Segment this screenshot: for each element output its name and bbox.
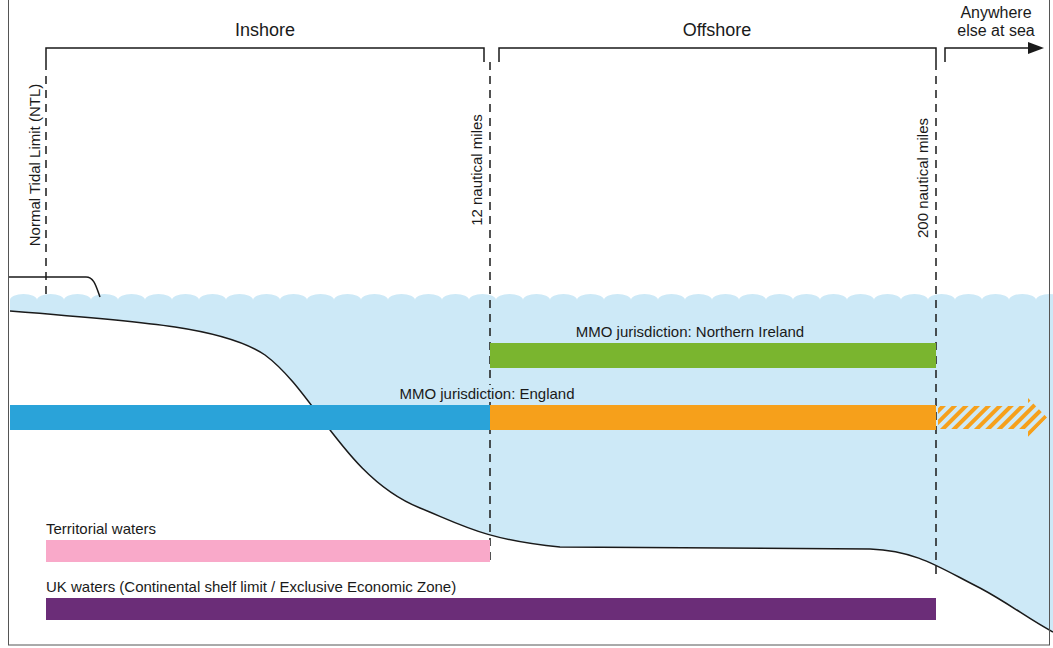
zone-label: Anywhere else at sea — [946, 4, 1046, 40]
band-segment — [46, 598, 936, 620]
band-heading: MMO jurisdiction: Northern Ireland — [573, 323, 807, 340]
waters-band: Territorial waters — [46, 520, 490, 562]
band-bar — [10, 405, 936, 430]
beyond-arrow-line — [945, 48, 1030, 62]
band-segment — [490, 343, 936, 368]
two-hundred-nm-dashed-line — [935, 62, 937, 578]
band-bar — [46, 540, 490, 562]
sea-group — [10, 294, 1053, 648]
beyond-arrow-head — [1028, 42, 1044, 54]
seabed-land — [10, 311, 1053, 648]
limit-label: Normal Tidal Limit (NTL) — [26, 84, 43, 247]
waters-band: UK waters (Continental shelf limit / Exc… — [46, 578, 936, 620]
frame — [9, 0, 1050, 645]
limit-label: 12 nautical miles — [468, 114, 485, 226]
twelve-nm-dashed-line — [489, 62, 491, 560]
ntl-dashed-line — [45, 62, 47, 300]
zone-label: Inshore — [235, 20, 295, 41]
band-bar — [46, 598, 936, 620]
band-heading: Territorial waters — [43, 520, 159, 537]
beyond-hatched-arrow — [938, 398, 1047, 437]
band-segment — [10, 405, 490, 430]
coast-line — [9, 277, 100, 297]
jurisdiction-band: MMO jurisdiction: Northern Ireland — [490, 323, 936, 368]
sea-water — [10, 294, 1053, 648]
inshore-bracket — [46, 48, 484, 62]
band-heading: UK waters (Continental shelf limit / Exc… — [43, 578, 459, 595]
band-segment — [490, 405, 936, 430]
band-heading: MMO jurisdiction: England — [396, 385, 577, 402]
jurisdiction-band: MMO jurisdiction: England — [10, 385, 936, 430]
zone-label: Offshore — [683, 20, 752, 41]
limit-label: 200 nautical miles — [914, 118, 931, 238]
band-segment — [46, 540, 490, 562]
seabed-line — [10, 311, 1053, 632]
band-bar — [490, 343, 936, 368]
offshore-bracket — [499, 48, 936, 62]
